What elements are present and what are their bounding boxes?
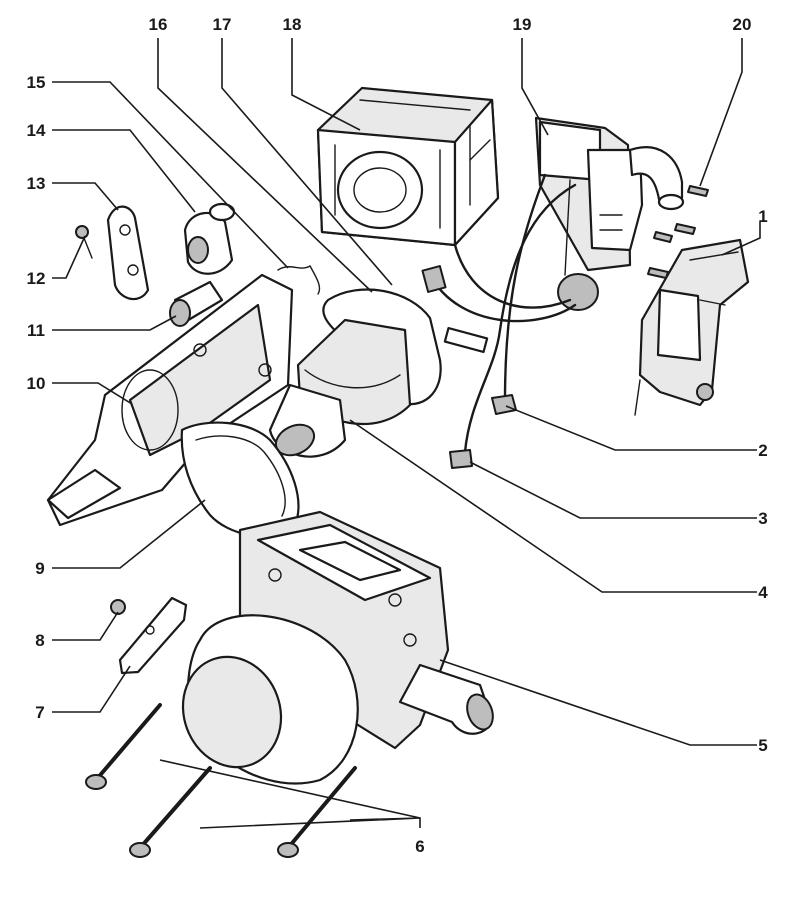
callout-10: 10 [27, 374, 46, 393]
callout-12: 12 [27, 269, 46, 288]
part-2-sensor [491, 394, 517, 415]
callout-4: 4 [758, 583, 768, 602]
callout-6: 6 [415, 837, 424, 856]
leader-lines [52, 38, 761, 829]
callout-11: 11 [27, 321, 45, 340]
callout-3: 3 [758, 509, 767, 528]
wiring-harness [421, 173, 577, 454]
part-7-bracket-plate [118, 596, 188, 675]
callout-8: 8 [35, 631, 44, 650]
callout-16: 16 [149, 15, 168, 34]
part-15-clip [277, 265, 321, 295]
part-19-control-unit [534, 116, 685, 311]
callout-14: 14 [27, 121, 46, 140]
callout-labels: 1 2 3 4 5 6 7 8 9 10 11 12 13 14 15 16 1… [27, 15, 769, 856]
callout-2: 2 [758, 441, 767, 460]
callout-5: 5 [758, 736, 767, 755]
callout-18: 18 [283, 15, 302, 34]
part-10-exchanger-housing [46, 273, 294, 527]
callout-20: 20 [733, 15, 752, 34]
part-3-sensor [449, 449, 473, 469]
callout-17: 17 [213, 15, 232, 34]
part-8-nut [110, 599, 126, 615]
part-14-elbow-connector [183, 202, 236, 275]
part-6-bolts [85, 703, 357, 858]
part-20-screws [647, 185, 709, 279]
part-4-combustion-tube [268, 288, 442, 458]
part-12-screw [75, 225, 93, 259]
callout-19: 19 [513, 15, 532, 34]
callout-13: 13 [27, 174, 46, 193]
part-5-blower-motor [181, 510, 494, 785]
part-18-housing [316, 86, 500, 247]
part-1-cover [634, 238, 750, 416]
part-9-gasket [180, 421, 300, 537]
part-13-bracket [106, 205, 150, 301]
callout-15: 15 [27, 73, 46, 92]
callout-7: 7 [35, 703, 44, 722]
callout-9: 9 [35, 559, 44, 578]
callout-1: 1 [758, 207, 767, 226]
part-11-pipe-stub [169, 280, 224, 327]
